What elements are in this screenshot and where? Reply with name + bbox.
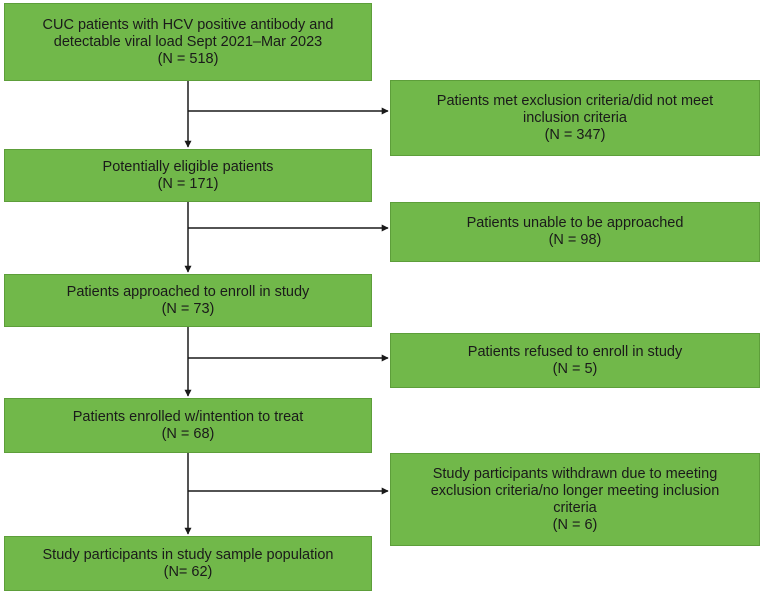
flow-box-potentially-eligible: Potentially eligible patients (N = 171) — [4, 149, 372, 202]
exclusion-box-count: (N = 347) — [544, 126, 606, 143]
exclusion-box-count: (N = 5) — [552, 360, 598, 377]
exclusion-box-criteria: Patients met exclusion criteria/did not … — [390, 80, 760, 156]
flow-box-text: Study participants in study sample popul… — [42, 546, 334, 563]
flow-box-cuc-patients: CUC patients with HCV positive antibody … — [4, 3, 372, 81]
flow-box-approached: Patients approached to enroll in study (… — [4, 274, 372, 327]
exclusion-box-count: (N = 98) — [548, 232, 602, 248]
exclusion-box-text: Patients unable to be approached — [466, 215, 684, 231]
flow-box-text: Potentially eligible patients — [102, 158, 274, 175]
exclusion-box-text: Patients met exclusion criteria/did not … — [436, 92, 714, 109]
exclusion-box-text: Study participants withdrawn due to meet… — [432, 465, 718, 482]
flow-box-count: (N = 171) — [157, 175, 219, 192]
exclusion-box-withdrawn: Study participants withdrawn due to meet… — [390, 453, 760, 546]
flow-box-text: Patients approached to enroll in study — [66, 283, 310, 300]
flow-box-count: (N = 73) — [161, 300, 215, 317]
flow-box-enrolled: Patients enrolled w/intention to treat (… — [4, 398, 372, 453]
exclusion-box-refused: Patients refused to enroll in study (N =… — [390, 333, 760, 388]
flow-box-count: (N= 62) — [163, 563, 213, 580]
flow-box-count: (N = 68) — [161, 425, 215, 442]
exclusion-box-unable-approached: Patients unable to be approached (N = 98… — [390, 202, 760, 262]
flow-box-text: Patients enrolled w/intention to treat — [72, 408, 304, 425]
flow-box-sample-population: Study participants in study sample popul… — [4, 536, 372, 591]
flow-box-text: CUC patients with HCV positive antibody … — [42, 16, 334, 33]
exclusion-box-text: criteria — [553, 499, 597, 516]
flow-box-text: detectable viral load Sept 2021–Mar 2023 — [53, 33, 323, 50]
exclusion-box-text: exclusion criteria/no longer meeting inc… — [430, 482, 720, 499]
exclusion-box-text: inclusion criteria — [523, 109, 627, 126]
exclusion-box-count: (N = 6) — [552, 516, 598, 533]
flow-box-count: (N = 518) — [157, 50, 219, 67]
exclusion-box-text: Patients refused to enroll in study — [467, 343, 683, 360]
